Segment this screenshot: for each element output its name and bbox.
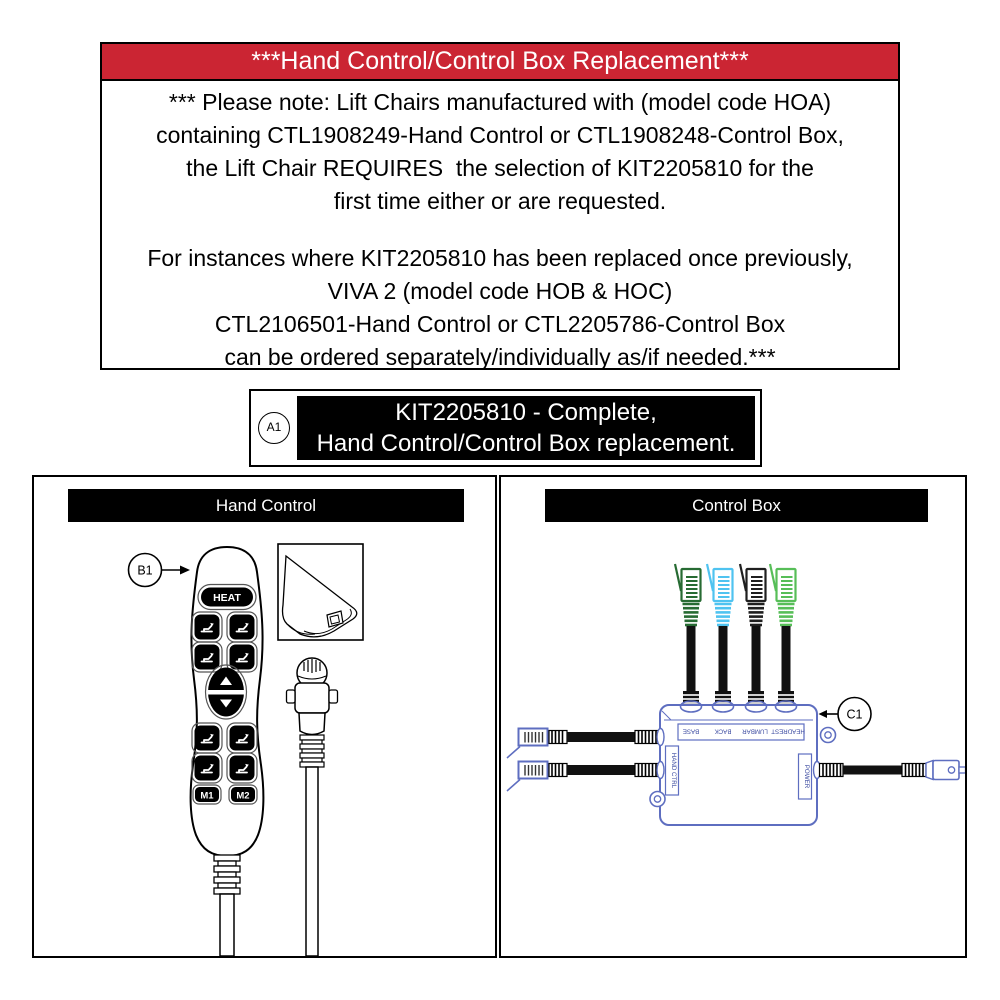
port-label-base: BASE xyxy=(683,728,700,735)
up-arrow-icon xyxy=(220,676,232,685)
chair-button xyxy=(226,611,258,643)
top-cable-darkgreen xyxy=(673,563,702,709)
control-box-panel: Control Box xyxy=(499,475,967,958)
chair-button-grid-bottom xyxy=(191,722,258,784)
left-cable-bottom xyxy=(506,760,665,792)
control-box-panel-title: Control Box xyxy=(545,489,928,522)
kit-label-box: A1 KIT2205810 - Complete, Hand Control/C… xyxy=(249,389,762,467)
note-line: CTL2106501-Hand Control or CTL2205786-Co… xyxy=(214,311,786,337)
svg-text:M1: M1 xyxy=(200,791,214,802)
updown-button xyxy=(204,664,248,720)
port-label-lumbar: LUMBAR xyxy=(742,728,768,735)
hand-control-diagram: B1 HEAT xyxy=(127,543,364,956)
control-box-diagram: BASE BACK LUMBAR HEADREST HAND CTRL POWE… xyxy=(506,563,965,826)
remote-cable xyxy=(219,893,235,956)
chair-button xyxy=(191,752,223,784)
svg-text:M2: M2 xyxy=(236,791,249,802)
top-cable-black xyxy=(738,563,767,709)
control-box: BASE BACK LUMBAR HEADREST HAND CTRL POWE… xyxy=(649,700,837,826)
left-cable-top xyxy=(506,727,665,759)
chair-button xyxy=(226,722,258,754)
note-line: *** Please note: Lift Chairs manufacture… xyxy=(168,89,832,115)
mounting-tab xyxy=(819,726,837,744)
port-label-back: BACK xyxy=(714,728,732,735)
bottom-view-inset xyxy=(277,543,364,641)
strain-relief xyxy=(213,854,241,895)
kit-label-line1: KIT2205810 - Complete, xyxy=(395,399,657,426)
callout-c1: C1 xyxy=(818,696,872,732)
callout-b1: B1 xyxy=(127,552,190,588)
note-line: VIVA 2 (model code HOB & HOC) xyxy=(327,278,673,304)
svg-text:B1: B1 xyxy=(137,564,152,578)
hand-control-panel: Hand Control B1 xyxy=(32,475,497,958)
note-line: can be ordered separately/individually a… xyxy=(224,344,776,370)
notice-body: *** Please note: Lift Chairs manufacture… xyxy=(102,81,898,374)
chair-button xyxy=(191,722,223,754)
note-line: the Lift Chair REQUIRES the selection of… xyxy=(186,155,814,181)
notice-box: ***Hand Control/Control Box Replacement*… xyxy=(100,42,900,370)
chair-button xyxy=(226,641,258,673)
power-label: POWER xyxy=(803,765,810,789)
down-arrow-icon xyxy=(220,699,232,708)
hand-control-remote: HEAT xyxy=(189,545,265,956)
svg-text:C1: C1 xyxy=(847,708,863,722)
memory-button-m1: M1 xyxy=(192,784,222,805)
din-connector xyxy=(285,657,339,956)
paragraph-gap xyxy=(102,218,898,242)
din-cable xyxy=(305,766,319,956)
top-cable-lightgreen xyxy=(768,563,797,709)
notice-title-bar: ***Hand Control/Control Box Replacement*… xyxy=(102,44,898,81)
callout-a1: A1 xyxy=(258,412,290,444)
memory-button-m2: M2 xyxy=(228,784,258,805)
top-cable-lightblue xyxy=(705,563,734,709)
chair-button xyxy=(226,752,258,784)
kit-label-line2: Hand Control/Control Box replacement. xyxy=(316,430,736,457)
chair-button-grid-top xyxy=(191,611,258,673)
note-line: For instances where KIT2205810 has been … xyxy=(147,245,853,271)
chair-button xyxy=(191,641,223,673)
hand-ctrl-label: HAND CTRL xyxy=(670,753,677,789)
chair-button xyxy=(191,611,223,643)
mounting-tab xyxy=(649,790,666,808)
note-line: first time either or are requested. xyxy=(333,188,667,214)
hand-control-panel-title: Hand Control xyxy=(68,489,464,522)
heat-button: HEAT xyxy=(197,583,257,611)
power-cable xyxy=(812,759,965,781)
note-line: containing CTL1908249-Hand Control or CT… xyxy=(156,122,844,148)
port-label-headrest: HEADREST xyxy=(771,728,805,735)
kit-label-black-plate: KIT2205810 - Complete, Hand Control/Cont… xyxy=(297,396,755,460)
svg-text:HEAT: HEAT xyxy=(213,592,241,604)
